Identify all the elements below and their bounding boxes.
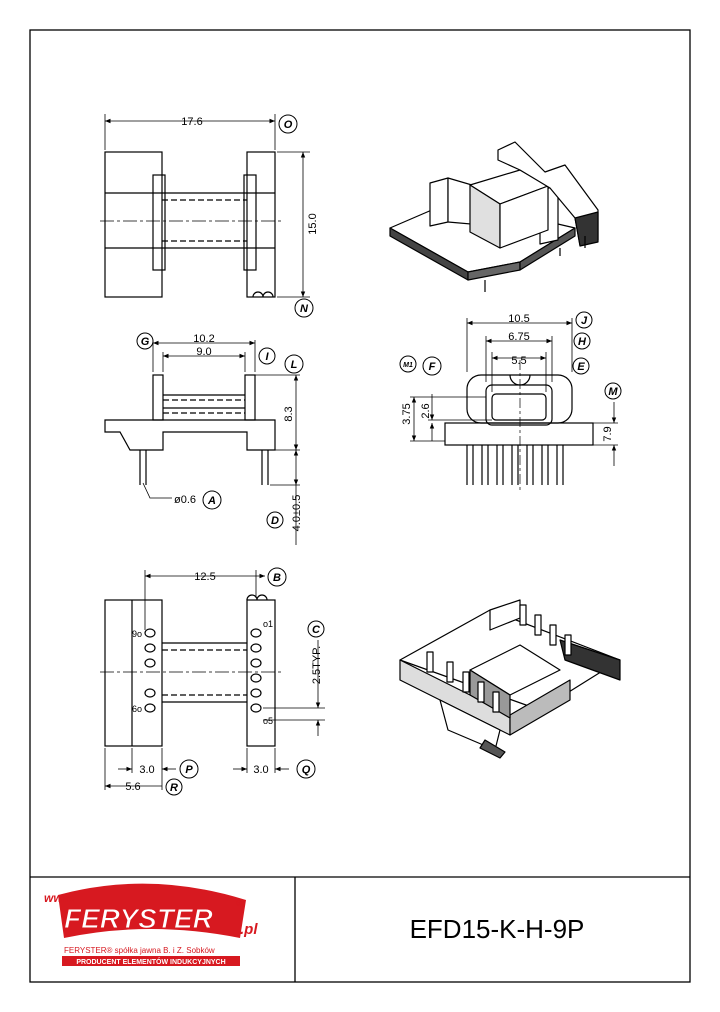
dim-q: 3.0 <box>253 764 268 776</box>
dim-pin-length: 4.0±0.5 <box>291 495 303 532</box>
ref-p: P <box>185 764 193 776</box>
dim-b: 12.5 <box>194 571 215 583</box>
drawing-frame <box>29 29 691 983</box>
ref-a: A <box>207 495 216 507</box>
ref-f: F <box>429 361 436 373</box>
ref-h: H <box>578 336 587 348</box>
dim-j: 10.5 <box>508 313 529 325</box>
ref-j: J <box>581 315 588 327</box>
dim-height-top: 15.0 <box>307 213 319 234</box>
dim-m: 7.9 <box>602 426 614 441</box>
dim-3-75: 3.75 <box>401 403 413 424</box>
pin-label-5: o5 <box>263 716 273 726</box>
ref-c: C <box>312 624 321 636</box>
dim-e: 5.5 <box>511 355 526 367</box>
ref-e: E <box>577 361 585 373</box>
logo-brand: FERYSTER <box>64 903 214 934</box>
logo-company: FERYSTER® spółka jawna B. i Z. Sobków <box>64 946 215 955</box>
dim-i: 9.0 <box>196 346 211 358</box>
ref-n: N <box>300 303 309 315</box>
logo-registered: ® <box>236 899 242 908</box>
pin-label-6: 6o <box>132 704 142 714</box>
ref-o: O <box>284 119 293 131</box>
company-logo: www. FERYSTER ® .pl FERYSTER® spółka jaw… <box>44 883 258 966</box>
dim-2-6: 2.6 <box>420 403 432 418</box>
ref-m1: M1 <box>403 362 413 369</box>
dim-g: 10.2 <box>193 333 214 345</box>
ref-r: R <box>170 782 178 794</box>
dim-width-top: 17.6 <box>181 116 202 128</box>
pin-label-9: 9o <box>132 629 142 639</box>
dim-h: 6.75 <box>508 331 529 343</box>
ref-l: L <box>291 359 298 371</box>
dim-p: 3.0 <box>139 764 154 776</box>
dim-pin-dia: ø0.6 <box>174 494 196 506</box>
ref-b: B <box>273 572 281 584</box>
top-view <box>100 114 314 318</box>
logo-banner: PRODUCENT ELEMENTÓW INDUKCYJNYCH <box>76 957 225 966</box>
dim-r: 5.6 <box>125 781 140 793</box>
ref-i: I <box>265 351 269 363</box>
ref-q: Q <box>302 764 311 776</box>
pin-label-1: o1 <box>263 619 273 629</box>
front-view <box>399 311 622 490</box>
bobbin-3d-top-view <box>389 141 599 292</box>
side-view <box>104 332 304 545</box>
logo-www: www. <box>44 891 75 905</box>
ref-g: G <box>141 336 150 348</box>
dim-pitch: 2.5TYP. <box>311 646 323 684</box>
bobbin-3d-bottom-view <box>399 599 621 759</box>
part-number: EFD15-K-H-9P <box>410 914 585 944</box>
ref-d: D <box>271 515 279 527</box>
logo-suffix: .pl <box>240 921 258 938</box>
ref-m: M <box>608 386 618 398</box>
bottom-view <box>100 567 325 796</box>
dim-height-side: 8.3 <box>283 406 295 421</box>
